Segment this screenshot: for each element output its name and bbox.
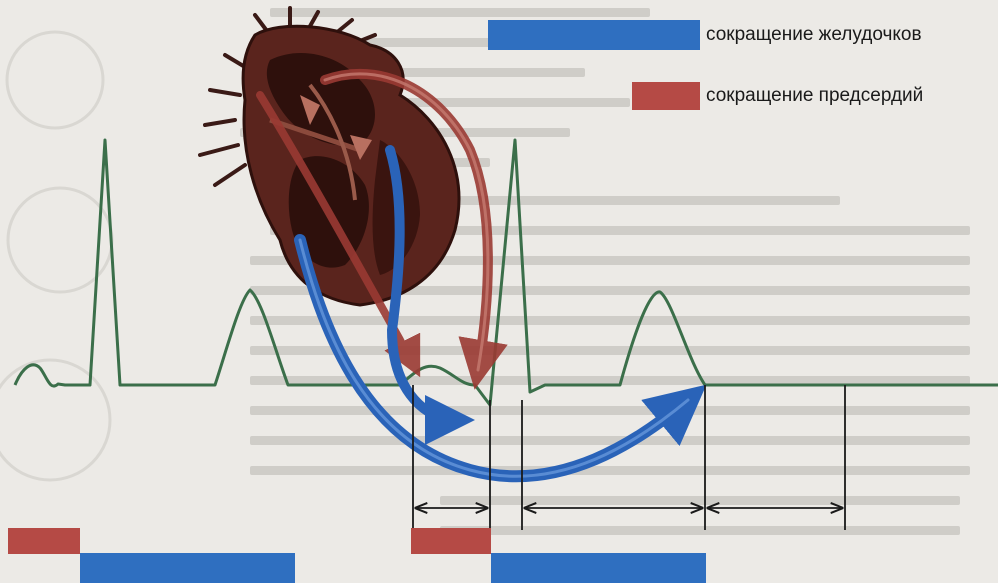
legend-ventricles-label: сокращение желудочков — [706, 24, 922, 46]
legend-ventricles-swatch — [488, 20, 700, 50]
legend-atria-label: сокращение предсердий — [706, 85, 923, 107]
ecg-trace — [15, 140, 998, 405]
atria-bar-1 — [8, 528, 80, 554]
legend-atria-swatch — [632, 82, 700, 110]
ventricles-bar-2 — [491, 553, 706, 583]
atria-bar-2 — [411, 528, 491, 554]
heart-illustration — [200, 8, 459, 305]
ventricles-bar-1 — [80, 553, 295, 583]
interval-markers — [413, 385, 845, 530]
